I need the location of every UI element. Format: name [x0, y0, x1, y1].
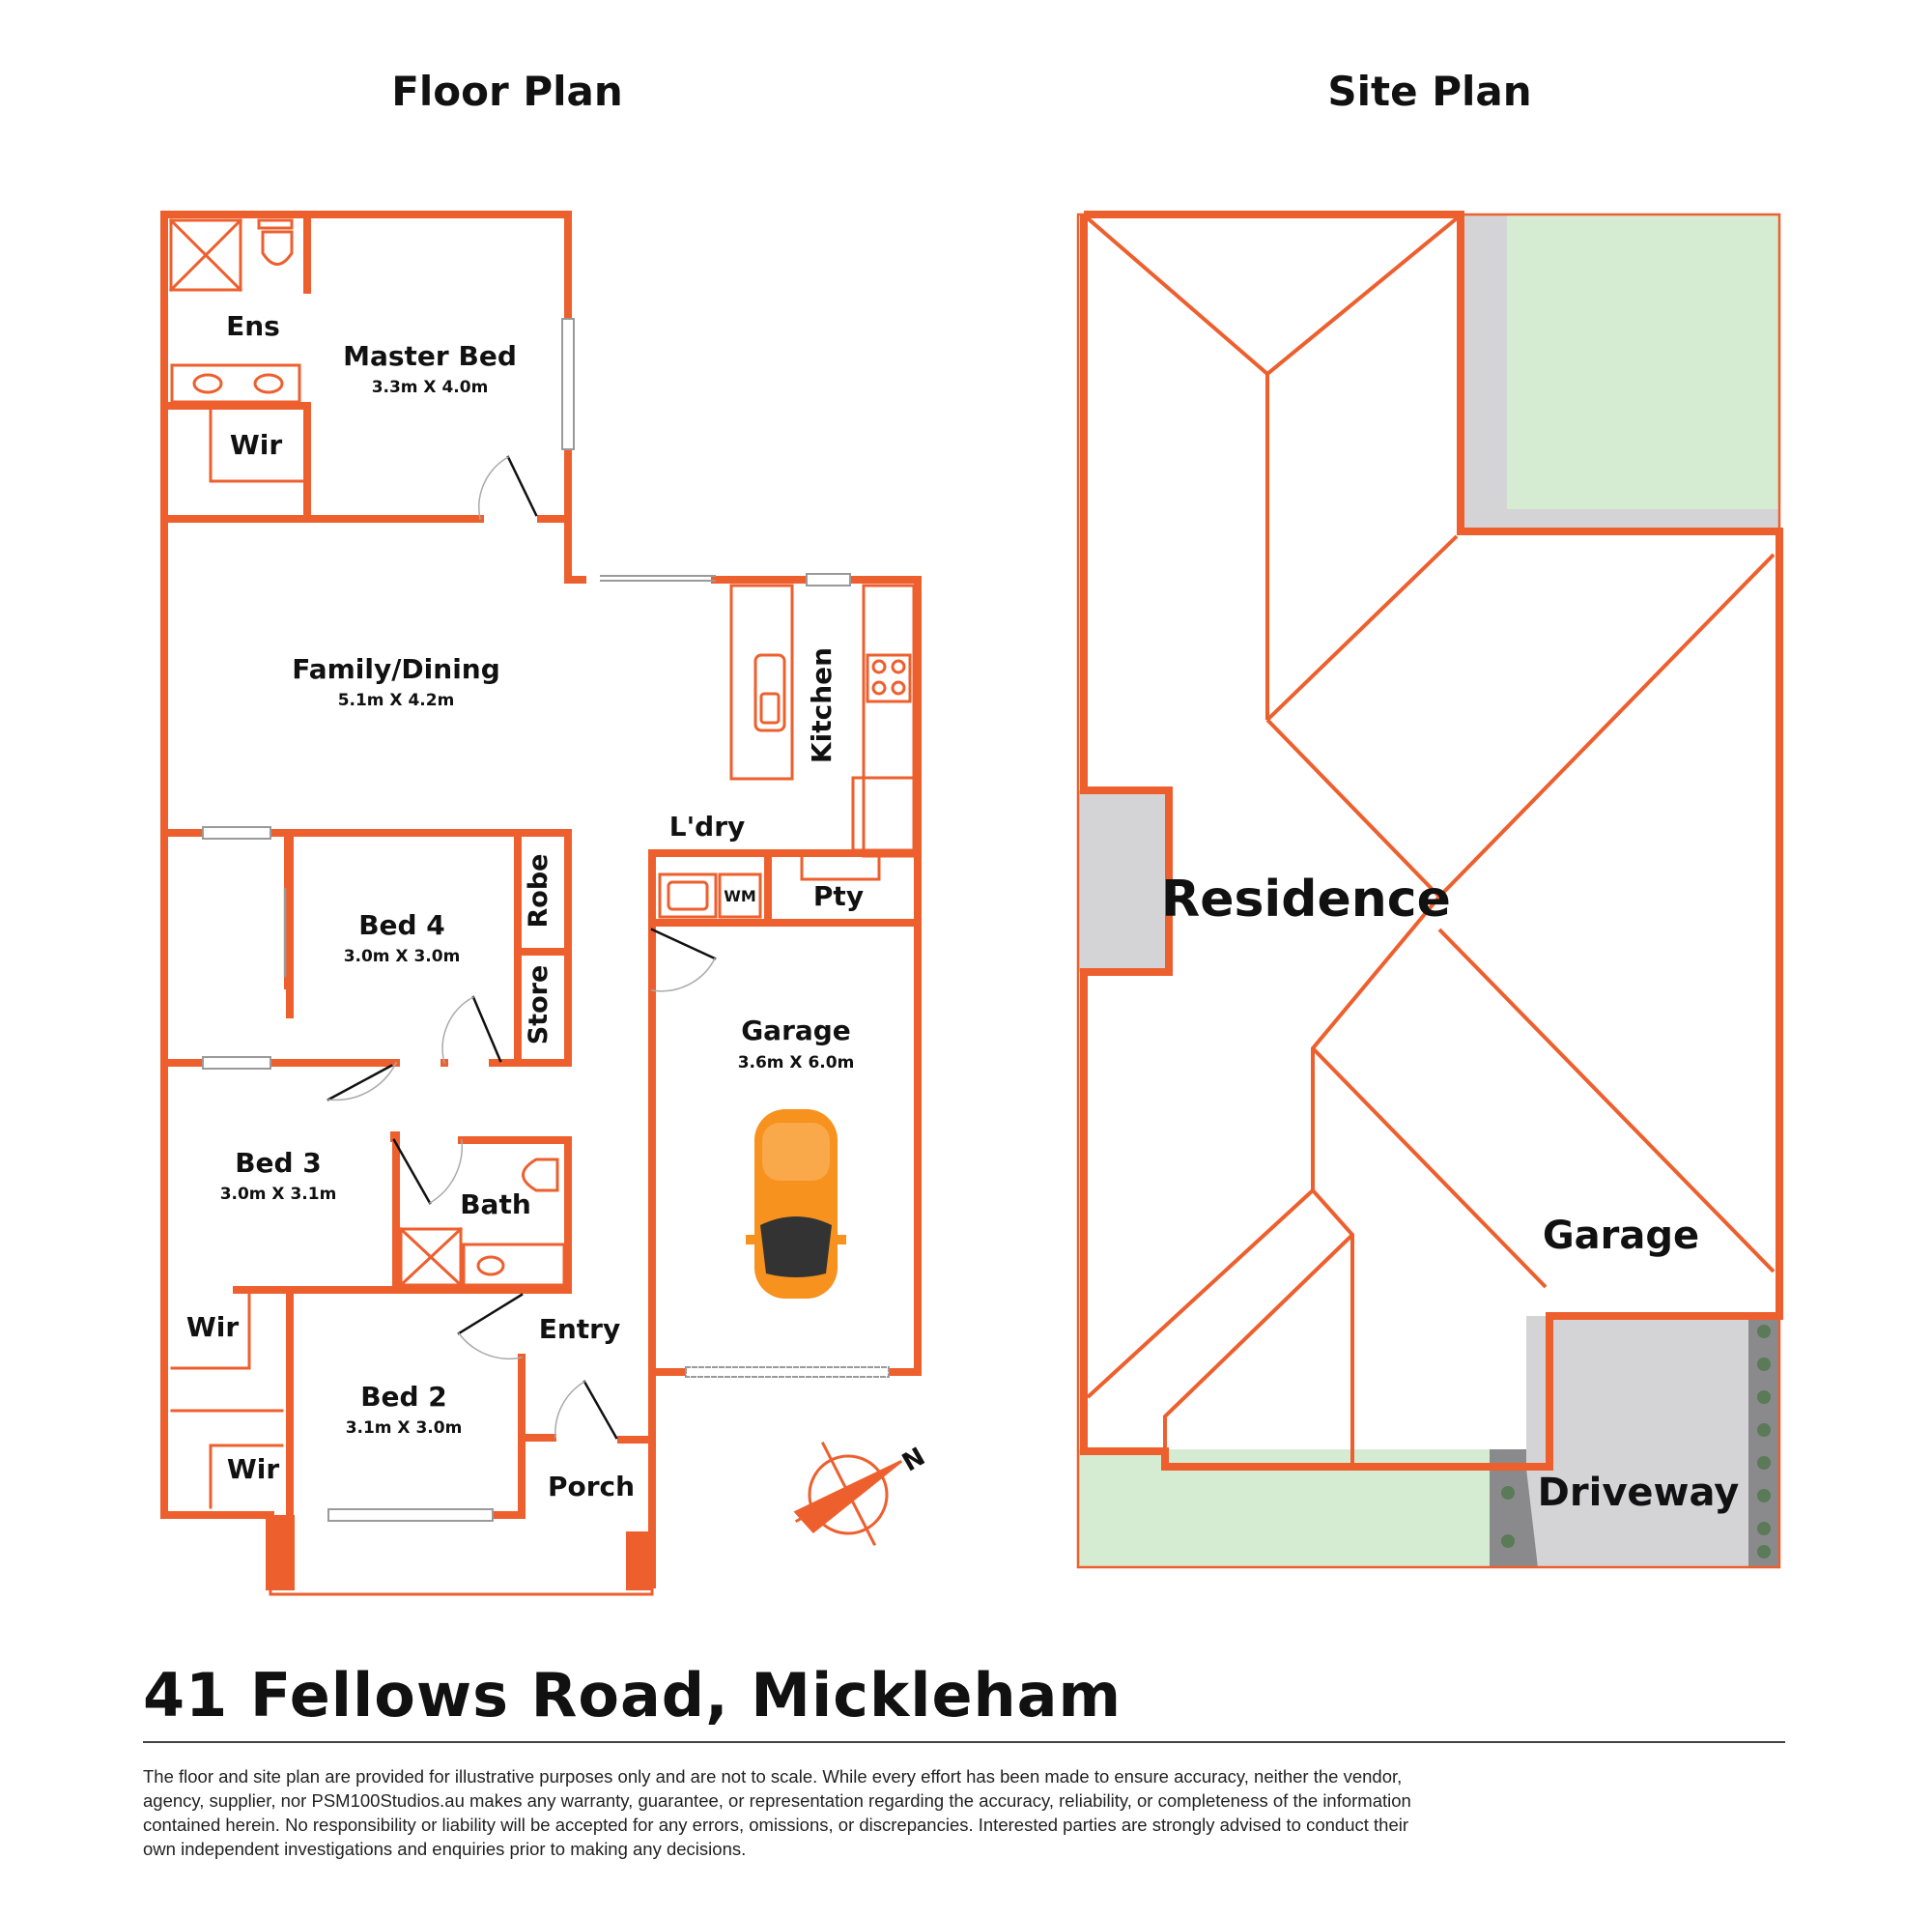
label-bed3-dim: 3.0m X 3.1m	[220, 1185, 337, 1204]
site-roof-ridges	[1086, 216, 1776, 1463]
porch-pillar-left	[266, 1515, 295, 1590]
site-driveway	[1526, 1316, 1748, 1567]
label-bed2: Bed 2	[360, 1381, 447, 1413]
site-side-paving	[1078, 790, 1169, 972]
label-garage: Garage	[741, 1015, 851, 1046]
floor-plan-doors	[283, 455, 717, 1440]
floor-plan-fixtures	[168, 217, 916, 1596]
label-wir-bed2: Wir	[227, 1453, 279, 1485]
site-label-driveway: Driveway	[1538, 1471, 1740, 1515]
floor-plan-walls	[160, 211, 922, 1588]
label-porch: Porch	[548, 1471, 635, 1502]
label-bed3: Bed 3	[235, 1147, 322, 1179]
label-bed4: Bed 4	[358, 909, 445, 941]
label-master-bed-dim: 3.3m X 4.0m	[372, 378, 489, 397]
label-family-dining: Family/Dining	[292, 653, 500, 685]
site-garden-strip-left	[1490, 1449, 1538, 1567]
label-north: N	[897, 1443, 930, 1478]
label-wir-master: Wir	[230, 429, 282, 461]
site-label-residence: Residence	[1161, 871, 1451, 929]
floor-plan-heading: Floor Plan	[391, 68, 623, 115]
site-plan: Residence Garage Driveway	[1076, 211, 1783, 1569]
label-store: Store	[524, 965, 554, 1045]
label-ens: Ens	[226, 310, 280, 342]
label-master-bed: Master Bed	[343, 340, 517, 372]
label-bed4-dim: 3.0m X 3.0m	[344, 947, 461, 966]
north-arrow-icon	[793, 1441, 903, 1547]
label-kitchen: Kitchen	[806, 647, 838, 763]
plans-drawing: Ens Master Bed 3.3m X 4.0m Wir Family/Di…	[160, 211, 1783, 1596]
label-wir-bed3: Wir	[186, 1311, 239, 1343]
porch-pillar-right	[626, 1531, 652, 1590]
site-shrubs	[1501, 1325, 1771, 1559]
property-address: 41 Fellows Road, Mickleham	[143, 1660, 1122, 1730]
label-pantry: Pty	[813, 880, 864, 912]
site-plan-heading: Site Plan	[1327, 68, 1532, 115]
label-robe: Robe	[524, 854, 554, 929]
floor-plan-windows	[202, 318, 890, 1522]
label-laundry: L'dry	[669, 811, 746, 843]
divider	[143, 1741, 1785, 1743]
label-entry: Entry	[539, 1313, 621, 1345]
car-icon	[746, 1109, 846, 1299]
site-plan-labels: Residence Garage Driveway	[1161, 871, 1739, 1515]
disclaimer-text: The floor and site plan are provided for…	[143, 1766, 1411, 1859]
site-label-garage: Garage	[1543, 1214, 1699, 1258]
label-garage-dim: 3.6m X 6.0m	[738, 1053, 855, 1072]
label-family-dining-dim: 5.1m X 4.2m	[338, 691, 455, 710]
label-bed2-dim: 3.1m X 3.0m	[346, 1418, 463, 1438]
label-wm: WM	[724, 887, 756, 905]
floor-plan-labels: Ens Master Bed 3.3m X 4.0m Wir Family/Di…	[186, 310, 930, 1502]
site-lawn-rear	[1507, 214, 1779, 509]
floor-plan	[160, 211, 922, 1596]
site-roof-outline	[1080, 211, 1783, 1471]
label-bath: Bath	[460, 1188, 531, 1220]
